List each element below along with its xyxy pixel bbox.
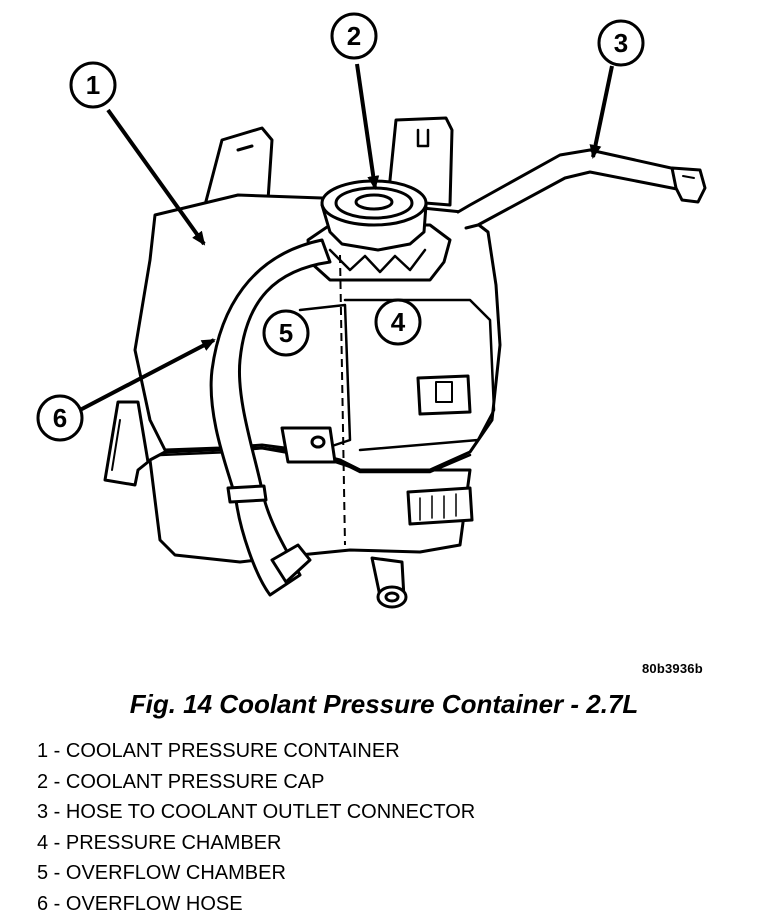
cap-centerline <box>339 254 346 546</box>
callout-label-5: 5 <box>279 318 293 348</box>
side-connector <box>406 486 474 526</box>
legend-item: 6 - OVERFLOW HOSE <box>37 892 243 915</box>
callout-label-4: 4 <box>391 307 406 337</box>
leader-3 <box>589 65 614 159</box>
callout-2: 2 <box>330 12 378 60</box>
legend-list: 1 - COOLANT PRESSURE CONTAINER 2 - COOLA… <box>37 736 475 920</box>
callout-6: 6 <box>36 394 84 442</box>
overflow-hose <box>209 238 332 597</box>
legend-item: 3 - HOSE TO COOLANT OUTLET CONNECTOR <box>37 801 476 824</box>
leader-1 <box>106 108 206 246</box>
legend-item: 5 - OVERFLOW CHAMBER <box>37 862 286 885</box>
callout-1: 1 <box>69 61 117 109</box>
callout-label-1: 1 <box>86 70 100 100</box>
callout-label-6: 6 <box>53 403 67 433</box>
leader-6 <box>79 338 216 412</box>
left-mount-flange <box>103 400 150 487</box>
legend-item: 1 - COOLANT PRESSURE CONTAINER <box>37 740 400 762</box>
callout-5: 5 <box>262 309 310 357</box>
rear-upright-bracket <box>386 116 454 207</box>
outlet-hose <box>456 148 684 230</box>
chamber-divider <box>298 303 352 452</box>
callout-label-3: 3 <box>614 28 628 58</box>
callout-4: 4 <box>374 298 422 346</box>
callout-label-2: 2 <box>347 21 361 51</box>
hose-clip-bracket <box>280 426 337 464</box>
figure-caption: Fig. 14 Coolant Pressure Container - 2.7… <box>129 689 639 719</box>
level-sensor-connector <box>416 374 472 416</box>
coolant-container-illustration: 1 2 3 4 5 6 <box>36 12 707 609</box>
legend-item: 4 - PRESSURE CHAMBER <box>37 831 282 854</box>
leader-2 <box>355 63 380 190</box>
rear-mount-bracket <box>203 126 274 207</box>
callout-3: 3 <box>597 19 645 67</box>
outlet-hose-end <box>670 166 707 204</box>
image-code: 80b3936b <box>642 661 703 676</box>
legend-item: 2 - COOLANT PRESSURE CAP <box>37 770 325 793</box>
